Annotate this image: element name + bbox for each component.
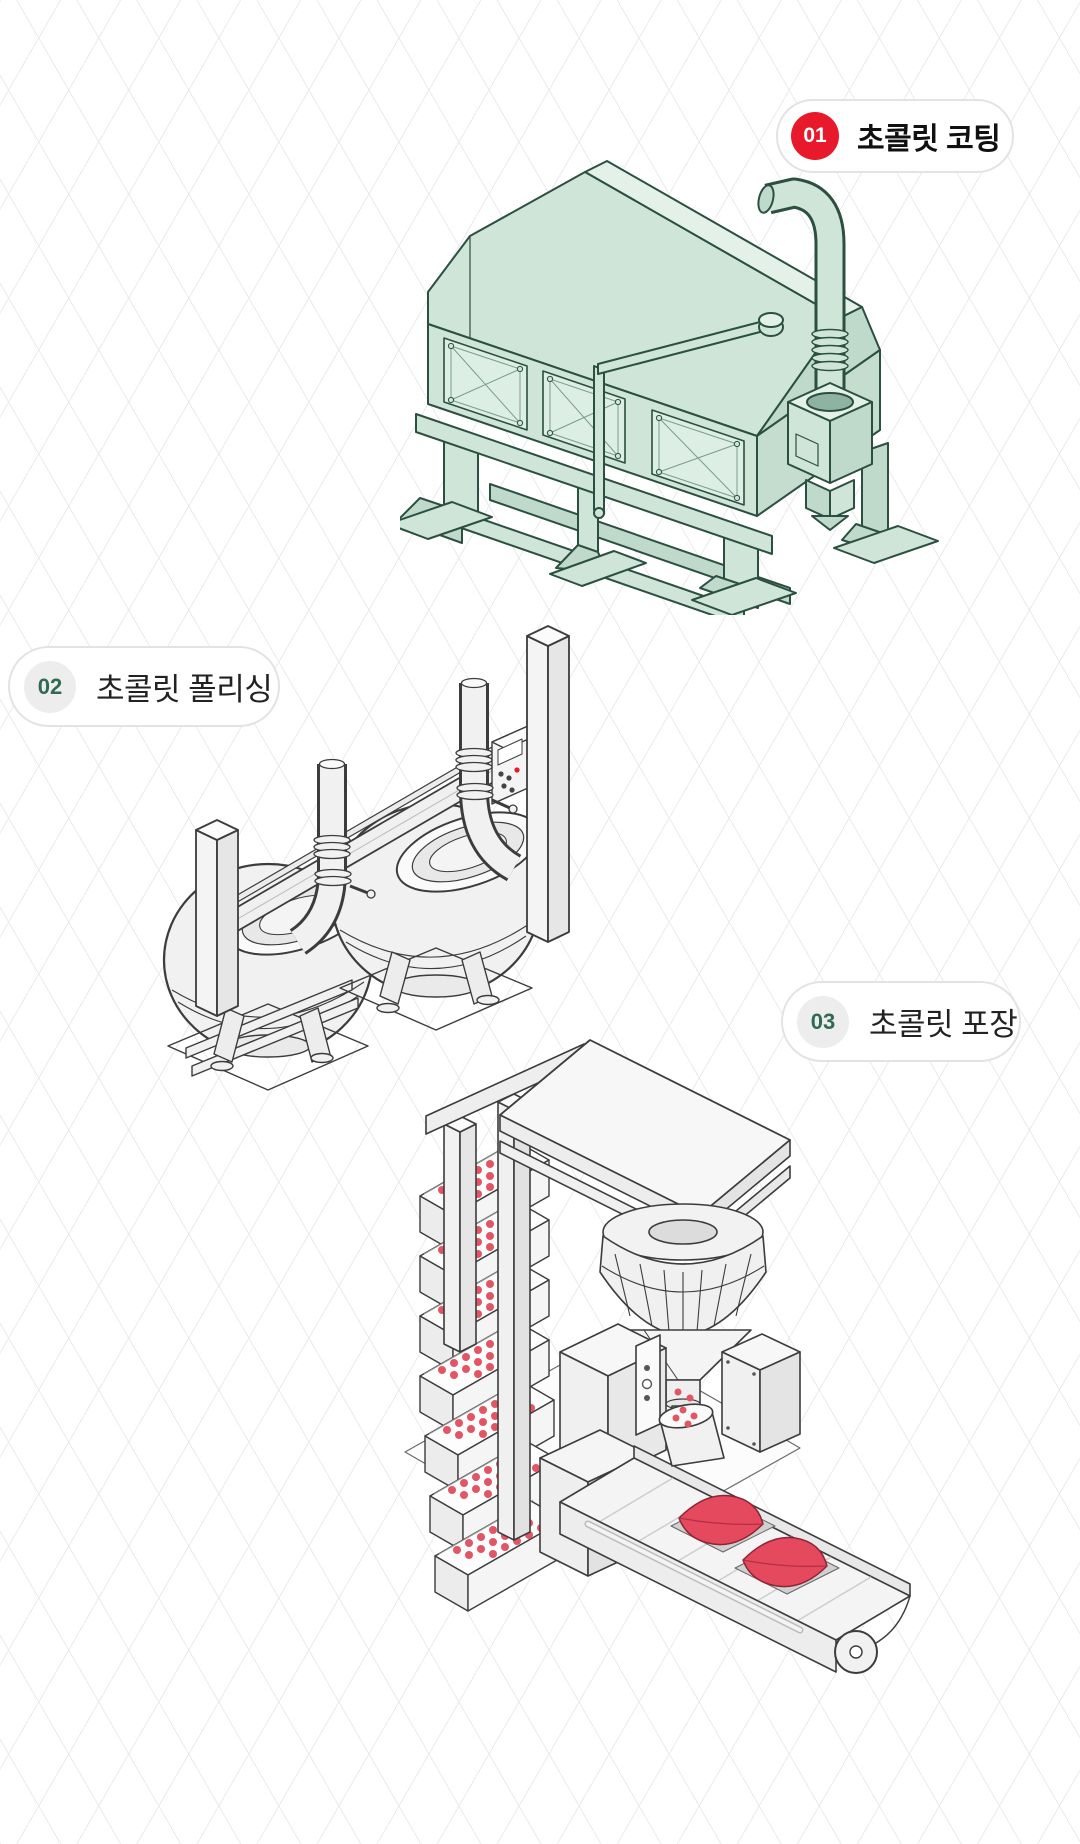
discharge-hopper (787, 382, 873, 531)
step-1-title: 초콜릿 코팅 (857, 123, 1001, 156)
step-3-label: 03 초콜릿 포장 (781, 981, 1021, 1062)
conveyor-belt (559, 1445, 911, 1674)
polishing-machine-svg (162, 625, 570, 1091)
step-1-label: 01 초콜릿 코팅 (776, 99, 1014, 173)
coating-machine (400, 160, 939, 615)
falling-chocolates (672, 1388, 698, 1428)
step-2-label: 02 초콜릿 폴리싱 (8, 646, 280, 727)
side-cabinet (721, 1333, 801, 1453)
packaging-machine (404, 1039, 911, 1674)
feed-pipe-right (455, 677, 522, 882)
step-2-number-badge: 02 (24, 660, 76, 713)
bag-forming-chute (658, 1388, 725, 1467)
coating-machine-svg (400, 160, 939, 615)
frame-post-left (195, 819, 239, 1017)
crank-rod (593, 312, 784, 519)
pan-stands (167, 947, 533, 1091)
step-3-number-badge: 03 (797, 995, 849, 1048)
coating-machine-illustration (400, 150, 945, 615)
step-1-number-badge: 01 (791, 112, 839, 160)
feed-pipe-left (289, 758, 376, 955)
tray-elevator (419, 1043, 585, 1612)
step-2-title: 초콜릿 폴리싱 (96, 672, 273, 707)
exhaust-chimney (757, 177, 849, 400)
polishing-machine-illustration (130, 600, 580, 1100)
packaging-machine-illustration (395, 1025, 950, 1685)
step-3-title: 초콜릿 포장 (869, 1007, 1018, 1042)
polishing-machine (162, 625, 570, 1091)
frame-post-right (526, 625, 570, 943)
packaging-machine-svg (404, 1039, 911, 1674)
frame-back-rail (489, 483, 791, 605)
